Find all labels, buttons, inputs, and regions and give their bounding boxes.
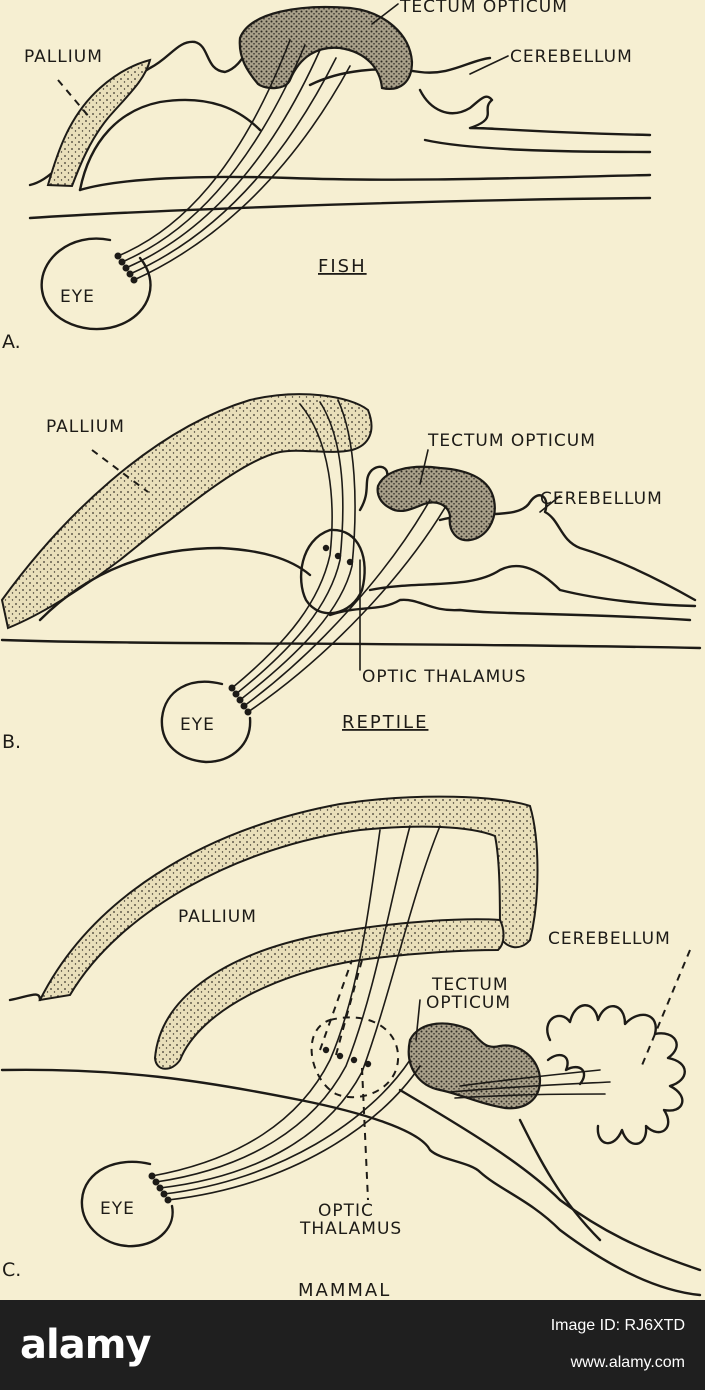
panel-a-letter: A. [2,331,21,353]
reptile-optic-thalamus [299,528,366,615]
stock-banner: alamy Image ID: RJ6XTD www.alamy.com [0,1300,705,1390]
reptile-cerebellum-label: CEREBELLUM [540,489,663,509]
reptile-tectum-region [376,465,496,542]
mammal-tectum-label-line1: TECTUM [431,975,509,995]
mammal-thalamus-label-line2: THALAMUS [299,1219,402,1239]
fish-tectum-region [238,5,414,90]
panel-b-letter: B. [2,731,21,753]
stock-url-link[interactable]: www.alamy.com [570,1354,685,1371]
mammal-eye-label: EYE [100,1199,135,1219]
reptile-eye [160,680,252,764]
panel-c-letter: C. [2,1259,21,1281]
image-id-label: Image ID: RJ6XTD [550,1317,685,1334]
reptile-thalamus-label: OPTIC THALAMUS [362,667,527,687]
panel-reptile: PALLIUM TECTUM OPTICUM CEREBELLUM OPTIC … [0,393,702,764]
fish-eye [40,237,152,331]
panel-fish: TECTUM OPTICUM PALLIUM CEREBELLUM EYE FI… [2,0,652,353]
reptile-tectum-label: TECTUM OPTICUM [427,431,596,451]
reptile-eye-label: EYE [180,715,215,735]
fish-pallium-region [46,58,152,188]
mammal-pallium-label: PALLIUM [178,907,257,927]
mammal-thalamus-label-line1: OPTIC [318,1201,374,1221]
mammal-cerebellum-label: CEREBELLUM [548,929,671,949]
mammal-caption: MAMMAL [298,1280,391,1300]
mammal-eye [80,1160,174,1248]
mammal-tectum-label-line2: OPTICUM [426,993,511,1013]
reptile-pallium-label: PALLIUM [46,417,125,437]
mammal-pallium-inner [153,918,505,1070]
reptile-caption: REPTILE [342,712,428,733]
alamy-logo: alamy [20,1322,151,1368]
mammal-optic-thalamus [310,1016,400,1099]
fish-tectum-label: TECTUM OPTICUM [399,0,568,17]
mammal-pallium-outer [38,795,539,1002]
fish-eye-label: EYE [60,287,95,307]
brain-comparison-diagram: TECTUM OPTICUM PALLIUM CEREBELLUM EYE FI… [0,0,702,1300]
mammal-cerebellum-folia [546,1004,686,1145]
fish-pallium-label: PALLIUM [24,47,103,67]
fish-cerebellum-label: CEREBELLUM [510,47,633,67]
panel-mammal: PALLIUM CEREBELLUM TECTUM OPTICUM OPTIC … [0,795,702,1300]
fish-caption: FISH [318,256,367,277]
